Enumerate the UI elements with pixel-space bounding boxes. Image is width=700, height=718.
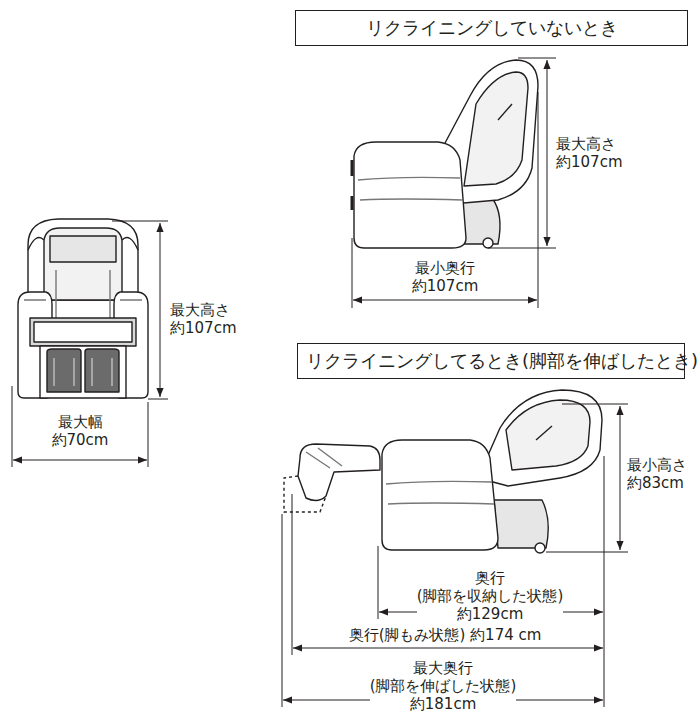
dimension-lines [12,58,628,707]
dimension-label: 最大高さ 約107cm [556,135,622,171]
side-view-chair-part [354,142,466,248]
reclined-chair-part [535,543,545,553]
dimension-lines-part [293,648,603,649]
dimension-lines-part [547,60,548,246]
front-view-chair-part [56,270,110,318]
reclined-chair [284,390,602,553]
dimension-label: 最大幅 約70cm [52,413,109,449]
dimension-lines-part [620,406,621,550]
reclined-chair-part [506,400,590,470]
reclined-chair-part [284,476,326,512]
dimension-lines-part [488,58,556,248]
front-view-chair-part [50,236,116,262]
front-view-chair [18,219,148,398]
side-view-chair-part [483,238,493,248]
front-view-chair-part [85,349,119,392]
heading-text: リクライニングしてるとき(脚部を伸ばしたとき) [306,350,676,372]
front-view-chair-part [122,238,138,250]
front-view-chair-part [28,238,44,250]
heading-box: リクライニングしていないとき [295,10,688,46]
dimension-lines-part [13,460,147,461]
dimension-label: 最小奥行 約107cm [412,259,478,295]
dimension-label: 奥行(脚もみ状態) 約174 cm [349,626,542,644]
dimension-lines-part [352,92,538,308]
reclined-chair-part [382,440,498,550]
heading-text: リクライニングしていないとき [304,17,679,39]
front-view-chair-part [47,349,81,392]
reclined-chair-part [536,426,552,440]
side-view-chair-part [498,104,512,120]
reclined-chair-part [388,503,494,504]
reclined-chair-part [386,481,492,484]
reclined-chair-part [306,448,342,468]
heading-box: リクライニングしてるとき(脚部を伸ばしたとき) [297,343,685,379]
dimension-label: 最大奥行(脚部を伸ばした状態) 約181cm [370,659,517,713]
front-view-chair-part [34,322,132,342]
side-view-chair-part [351,160,354,210]
dimension-lines-part [12,386,148,467]
front-view-chair-part [40,346,126,398]
dimension-lines-part [546,404,628,552]
reclined-chair-part [298,444,380,501]
front-view-chair-part [30,318,136,346]
reclined-chair-part [494,500,548,548]
side-view-chair [352,60,538,248]
dimension-lines-part [160,223,161,397]
dimension-label: 奥行(脚部を収納した状態) 約129cm [417,569,564,623]
side-view-chair-part [464,72,528,186]
dimension-label: 最小高さ 約83cm [627,456,687,492]
dimension-lines-part [353,300,537,301]
side-view-chair-part [358,177,460,180]
front-view-chair-part [28,219,138,300]
front-view-chair-part [24,299,142,300]
side-view-chair-part [360,199,462,200]
dimension-label: 最大高さ 約107cm [170,301,236,337]
front-view-chair-part [54,358,112,386]
dimension-lines-part [112,221,168,399]
